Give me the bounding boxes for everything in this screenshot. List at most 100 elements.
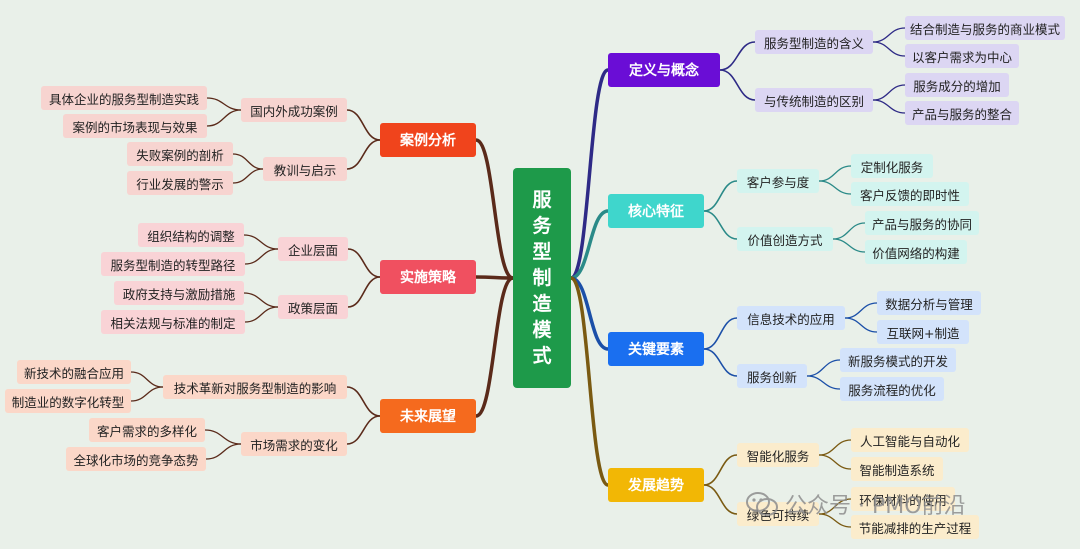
root-node: 服务型制造模式 <box>513 168 571 388</box>
leaf-node: 制造业的数字化转型 <box>5 389 131 413</box>
subbranch-connector <box>347 276 381 308</box>
subtopic-node: 客户参与度 <box>737 169 819 193</box>
leaf-connector <box>130 386 164 402</box>
branch-node-future: 未来展望 <box>380 399 476 433</box>
branch-connector <box>475 275 514 280</box>
leaf-node: 服务型制造的转型路径 <box>101 252 245 276</box>
leaf-node: 人工智能与自动化 <box>851 428 969 452</box>
leaf-node: 智能制造系统 <box>851 457 943 481</box>
root-char: 务 <box>532 215 552 237</box>
subbranch-connector <box>719 69 756 101</box>
leaf-node: 节能减排的生产过程 <box>851 515 979 539</box>
leaf-node: 环保材料的使用 <box>851 487 955 511</box>
wechat-icon <box>746 492 778 516</box>
subtopic-node: 国内外成功案例 <box>241 98 347 122</box>
leaf-node: 政府支持与激励措施 <box>114 281 244 305</box>
leaf-connector <box>130 371 164 388</box>
branch-connector <box>570 276 609 487</box>
branch-connector <box>475 276 514 418</box>
branch-connector <box>475 138 514 280</box>
leaf-connector <box>818 454 852 470</box>
leaf-node: 数据分析与管理 <box>877 291 981 315</box>
subtopic-node: 企业层面 <box>278 237 348 261</box>
subbranch-connector <box>346 139 381 170</box>
leaf-connector <box>806 375 841 390</box>
leaf-connector <box>872 84 906 101</box>
branch-node-impl: 实施策略 <box>380 260 476 294</box>
root-char: 模 <box>532 319 552 341</box>
leaf-node: 服务流程的优化 <box>840 377 944 401</box>
leaf-node: 定制化服务 <box>851 154 933 178</box>
leaf-node: 新技术的融合应用 <box>17 360 131 384</box>
leaf-node: 具体企业的服务型制造实践 <box>41 86 207 110</box>
subtopic-node: 服务型制造的含义 <box>755 30 873 54</box>
root-char: 型 <box>532 241 552 263</box>
leaf-node: 失败案例的剖析 <box>127 142 233 166</box>
subtopic-node: 信息技术的应用 <box>737 306 845 330</box>
subbranch-connector <box>703 484 738 515</box>
subtopic-node: 服务创新 <box>737 364 807 388</box>
leaf-connector <box>872 41 906 57</box>
root-char: 服 <box>532 189 552 211</box>
leaf-node: 结合制造与服务的商业模式 <box>905 16 1065 40</box>
leaf-node: 产品与服务的协同 <box>865 211 979 235</box>
subbranch-connector <box>703 210 738 240</box>
subbranch-connector <box>703 348 738 377</box>
leaf-connector <box>872 99 906 114</box>
leaf-connector <box>244 306 279 323</box>
leaf-node: 服务成分的增加 <box>905 73 1009 97</box>
leaf-connector <box>232 168 264 184</box>
leaf-connector <box>872 27 906 43</box>
leaf-node: 互联网+制造 <box>877 320 969 344</box>
leaf-connector <box>806 359 841 377</box>
subbranch-connector <box>703 454 738 486</box>
leaf-connector <box>844 302 878 319</box>
watermark-text: 公众号 · PMO前沿 <box>785 494 966 519</box>
subbranch-connector <box>703 317 738 350</box>
leaf-connector <box>818 439 852 456</box>
branch-connector <box>570 209 609 280</box>
leaf-connector <box>832 222 866 240</box>
subbranch-connector <box>719 41 756 71</box>
leaf-node: 新服务模式的开发 <box>840 348 956 372</box>
branch-node-trend: 发展趋势 <box>608 468 704 502</box>
leaf-node: 价值网络的构建 <box>865 240 967 264</box>
leaf-connector <box>832 238 866 253</box>
subtopic-node: 价值创造方式 <box>737 227 833 251</box>
leaf-connector <box>205 443 242 460</box>
subtopic-node: 技术革新对服务型制造的影响 <box>163 375 347 399</box>
leaf-node: 客户反馈的即时性 <box>851 182 969 206</box>
branch-node-key: 关键要素 <box>608 332 704 366</box>
leaf-node: 全球化市场的竞争态势 <box>66 447 206 471</box>
subtopic-node: 市场需求的变化 <box>241 432 347 456</box>
leaf-connector <box>818 498 852 515</box>
leaf-connector <box>206 97 242 111</box>
root-char: 造 <box>532 293 552 315</box>
subtopic-node: 智能化服务 <box>737 443 819 467</box>
root-char: 式 <box>532 345 552 367</box>
leaf-connector <box>844 317 878 333</box>
leaf-node: 以客户需求为中心 <box>905 44 1019 68</box>
subbranch-connector <box>346 415 381 445</box>
leaf-connector <box>818 180 852 195</box>
branch-connector <box>570 68 609 280</box>
subbranch-connector <box>703 180 738 212</box>
watermark: 公众号 · PMO前沿 <box>745 488 966 520</box>
branch-connector <box>570 276 609 351</box>
leaf-node: 组织结构的调整 <box>138 223 244 247</box>
subtopic-node: 政策层面 <box>278 295 348 319</box>
root-char: 制 <box>532 267 552 289</box>
leaf-node: 案例的市场表现与效果 <box>63 114 207 138</box>
leaf-connector <box>204 429 242 445</box>
leaf-connector <box>243 292 279 308</box>
leaf-node: 行业发展的警示 <box>127 171 233 195</box>
leaf-connector <box>818 165 852 182</box>
leaf-connector <box>244 248 279 265</box>
leaf-connector <box>232 153 264 170</box>
subtopic-node: 与传统制造的区别 <box>755 88 873 112</box>
leaf-connector <box>243 234 279 250</box>
leaf-node: 相关法规与标准的制定 <box>101 310 245 334</box>
subbranch-connector <box>346 109 381 141</box>
branch-node-feat: 核心特征 <box>608 194 704 228</box>
